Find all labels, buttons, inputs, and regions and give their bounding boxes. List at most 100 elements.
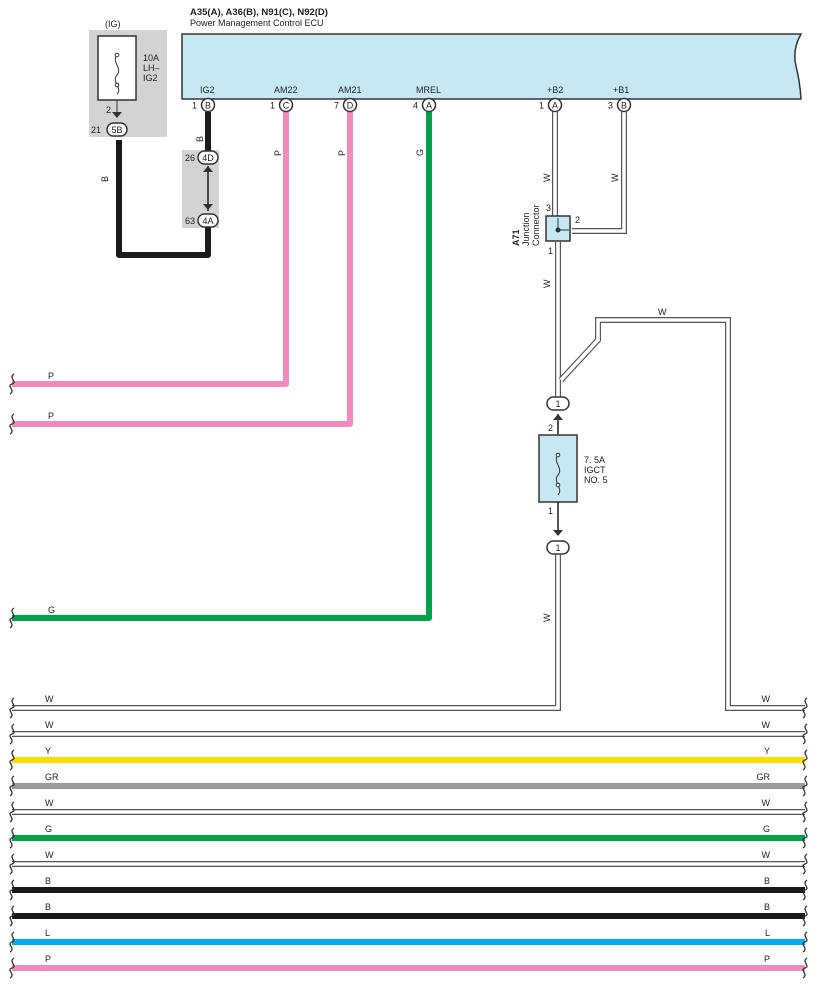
pin-name-am21: AM21 <box>338 85 362 95</box>
cross-wire <box>558 317 805 711</box>
svg-text:1: 1 <box>539 101 544 111</box>
wire-end-left <box>9 413 15 435</box>
bus-wire-label-left: P <box>45 954 51 964</box>
wire-end-left <box>9 905 15 927</box>
igct-fuse-box <box>538 434 578 503</box>
igct-pin-top: 2 <box>548 423 553 433</box>
wire-end-right <box>802 723 808 745</box>
igct-up-arrow-icon <box>553 414 563 420</box>
wire-end-left <box>9 827 15 849</box>
bus-wire-label-left: W <box>45 694 54 704</box>
svg-text:B: B <box>621 101 627 111</box>
pin-name-ig2: IG2 <box>200 85 215 95</box>
ig-fuse-icon <box>114 54 120 95</box>
ig-fuse-connector-id: 5B <box>111 125 122 135</box>
igct-bottom-connector <box>546 540 570 555</box>
mrel-wire-color: G <box>415 149 425 156</box>
ig2-lower-connector-id: 4A <box>202 216 213 226</box>
b2-wire-color: W <box>542 173 552 182</box>
ig2-down-arrow-icon <box>203 204 213 210</box>
ig-fuse-pin: 2 <box>106 105 111 115</box>
bus-wire-label-right: P <box>764 954 770 964</box>
igct-fuse-icon <box>555 454 561 496</box>
svg-text:1: 1 <box>192 101 197 111</box>
left-wire-label-3: G <box>48 605 55 615</box>
fuse-down-wire <box>12 555 561 711</box>
bus-wire-label-left: L <box>45 928 50 938</box>
bus-wire-label-left: B <box>45 902 51 912</box>
bus-wire-label-left: GR <box>45 772 59 782</box>
bus-wire-label-right: Y <box>764 746 770 756</box>
wire-end-left <box>9 607 15 629</box>
junction-pin-bottom: 1 <box>548 246 553 256</box>
wire-end-left <box>9 957 15 979</box>
ig-fuse-arrow-icon <box>112 112 122 118</box>
ig-fuse-rating: 10A <box>143 53 159 63</box>
ig-fuse-name-1: LH– <box>143 63 160 73</box>
wire-ends-left <box>9 373 15 979</box>
bus-wire-label-left: Y <box>45 746 51 756</box>
left-wire-label-1: P <box>48 371 54 381</box>
bus-wire-label-right: W <box>762 694 771 704</box>
bus-wire-label-right: W <box>762 850 771 860</box>
wire-end-right <box>802 827 808 849</box>
bus-wire-label-right: W <box>762 720 771 730</box>
svg-text:4: 4 <box>413 101 418 111</box>
am21-wire <box>12 112 353 427</box>
wire-end-right <box>802 957 808 979</box>
bus-wire-label-right: B <box>764 876 770 886</box>
b1-wire <box>572 112 627 234</box>
wire-end-left <box>9 373 15 395</box>
ecu-pin-am21: D 7 <box>334 97 358 113</box>
igct-top-connector-id: 1 <box>555 399 560 409</box>
wire-end-left <box>9 801 15 823</box>
cross-wire-color: W <box>658 307 667 317</box>
bus-wire-label-right: L <box>765 928 770 938</box>
svg-text:7: 7 <box>334 101 339 111</box>
ig2-upper-connector-pin: 26 <box>185 153 195 163</box>
wire-end-left <box>9 749 15 771</box>
ecu-connector-title: A35(A), A36(B), N91(C), N92(D) <box>190 7 328 18</box>
wire-end-left <box>9 931 15 953</box>
bus-wire-label-left: W <box>45 798 54 808</box>
ig-fuse-box <box>97 35 137 101</box>
ig2-wire-color: B <box>195 136 205 142</box>
bus-wire-label-right: W <box>762 798 771 808</box>
wire-end-right <box>802 775 808 797</box>
igct-pin-bottom: 1 <box>548 506 553 516</box>
wire-end-right <box>802 749 808 771</box>
bus-wire-label-right: G <box>763 824 770 834</box>
pin-name-b1: +B1 <box>613 85 629 95</box>
am22-wire-color: P <box>273 150 283 156</box>
bus-wire-label-left: W <box>45 720 54 730</box>
junction-node-icon <box>555 227 561 233</box>
junction-name-2: Connector <box>531 204 541 246</box>
svg-text:3: 3 <box>608 101 613 111</box>
ig2-lower-connector <box>197 213 219 228</box>
igct-fuse-name-2: NO. 5 <box>584 475 608 485</box>
wire-end-right <box>802 697 808 719</box>
ig-fuse-wire <box>116 140 211 258</box>
ecu-pin-mrel: A 4 <box>413 97 437 113</box>
fuse-down-wire-color: W <box>542 613 552 622</box>
bus-wires <box>12 731 805 971</box>
pin-name-mrel: MREL <box>416 85 441 95</box>
ig-group-label: (IG) <box>105 19 121 29</box>
bus-wire-label-left: B <box>45 876 51 886</box>
ecu-pin-b1: B 3 <box>608 97 632 113</box>
junction-pin-top: 3 <box>546 203 551 213</box>
svg-text:1: 1 <box>270 101 275 111</box>
svg-text:C: C <box>283 101 290 111</box>
ig-fuse-name-2: IG2 <box>143 73 158 83</box>
ecu-name: Power Management Control ECU <box>190 18 324 28</box>
ecu-pin-ig2: B 1 <box>192 97 216 113</box>
junction-name-1: Junction <box>521 212 531 246</box>
wire-end-left <box>9 775 15 797</box>
wire-end-left <box>9 723 15 745</box>
bus-wire-label-left: W <box>45 850 54 860</box>
ecu-pin-am22: C 1 <box>270 97 294 113</box>
wire-end-left <box>9 853 15 875</box>
bus-wire-label-right: GR <box>757 772 771 782</box>
